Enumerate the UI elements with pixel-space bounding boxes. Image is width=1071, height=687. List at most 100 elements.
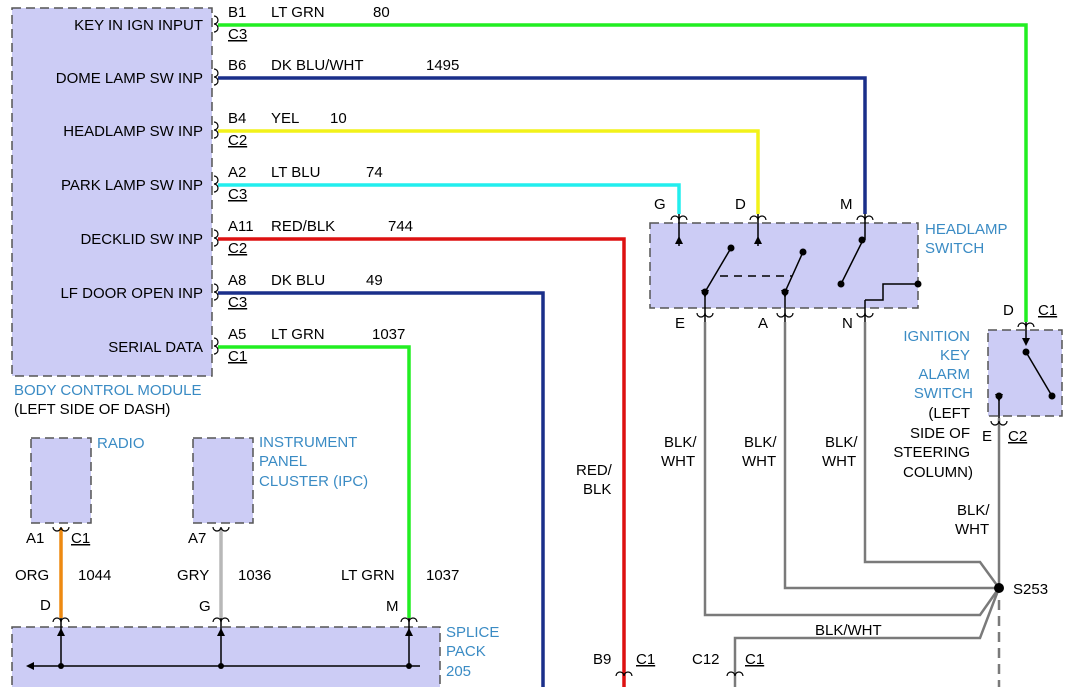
ground-e-label-2: WHT (661, 453, 695, 470)
splice-pack-pin-d: D (40, 597, 51, 614)
headlamp-pin-m: M (840, 196, 853, 213)
headlamp-pin-d: D (735, 196, 746, 213)
bcm-pin-1: DOME LAMP SW INP B6 DK BLU/WHT 1495 (56, 57, 460, 87)
bcm-pin-id: B6 (228, 57, 246, 74)
ipc-title-3: CLUSTER (IPC) (259, 473, 368, 490)
bcm-wire-color: DK BLU/WHT (271, 57, 364, 74)
bcm-connector-cap (213, 283, 219, 301)
ipc-title-1: INSTRUMENT (259, 434, 357, 451)
bcm-pin-id: A5 (228, 326, 246, 343)
headlamp-pin-n: N (842, 315, 853, 332)
ground-bottom-label: BLK/WHT (815, 622, 882, 639)
ground-ign-label-2: WHT (955, 521, 989, 538)
ignition-location-3: STEERING (893, 444, 970, 461)
headlamp-pin-a: A (758, 315, 768, 332)
ipc-pin: A7 (188, 530, 206, 547)
bcm-circuit: 744 (388, 218, 413, 235)
bcm-pin-name: KEY IN IGN INPUT (74, 17, 203, 34)
bcm-pin-name: LF DOOR OPEN INP (60, 285, 203, 302)
radio-connector: C1 (71, 530, 90, 547)
ignition-location-1: (LEFT (928, 405, 970, 422)
bcm-subtitle: (LEFT SIDE OF DASH) (14, 401, 170, 418)
bcm-connector: C3 (228, 294, 247, 311)
bcm-connector: C2 (228, 240, 247, 257)
splice-pack: D G M SPLICE PACK 205 (11, 597, 499, 687)
ground-ign-label-1: BLK/ (957, 502, 990, 519)
radio-pin: A1 (26, 530, 44, 547)
headlamp-switch-arrows (675, 236, 789, 298)
bcm-wire-color: LT GRN (271, 326, 325, 343)
ipc-circuit: 1036 (238, 567, 271, 584)
bcm-wire-color: LT GRN (271, 4, 325, 21)
wire-serial-data (218, 345, 411, 618)
bcm-pin-name: DECKLID SW INP (80, 231, 203, 248)
ipc-box (192, 437, 254, 524)
splice-pack-title-1: SPLICE (446, 624, 499, 641)
headlamp-switch-connector-caps (670, 215, 874, 318)
ignition-key-alarm-switch: D C1 E C2 IGNITION KEY ALARM SWITCH (LEF… (893, 302, 1063, 481)
bottom-connector-b9: C1 (636, 651, 655, 668)
headlamp-switch-title-2: SWITCH (925, 240, 984, 257)
ground-e-label-1: BLK/ (664, 434, 697, 451)
splice-pack-title-3: 205 (446, 663, 471, 680)
bcm-connector: C3 (228, 26, 247, 43)
splice-pack-box (11, 626, 441, 687)
radio-wire-color: ORG (15, 567, 49, 584)
wire-headlamp (218, 129, 760, 214)
bcm-wire-color: LT BLU (271, 164, 320, 181)
red-blk-label-2: BLK (583, 481, 611, 498)
wire-decklid (218, 237, 626, 687)
ignition-pin-d: D (1003, 302, 1014, 319)
ground-n-label-2: WHT (822, 453, 856, 470)
wire-park-lamp (218, 183, 681, 214)
bcm-pin-id: A11 (228, 218, 254, 235)
wire-ground-bottom (733, 587, 1001, 687)
bcm-connector-cap (213, 121, 219, 139)
bcm-circuit: 80 (373, 4, 390, 21)
bcm-pin-id: A2 (228, 164, 246, 181)
bcm-connector: C3 (228, 186, 247, 203)
bcm-pin-id: B4 (228, 110, 246, 127)
bcm-pin-name: DOME LAMP SW INP (56, 70, 203, 87)
wires (59, 23, 1028, 687)
wire-key-in-ign (218, 23, 1028, 322)
bcm-title: BODY CONTROL MODULE (14, 382, 202, 399)
wire-dome-lamp (218, 76, 867, 214)
bcm-circuit: 49 (366, 272, 383, 289)
bcm-pin-id: A8 (228, 272, 246, 289)
splice-pack-title-2: PACK (446, 643, 486, 660)
wire-ground-a (783, 322, 999, 590)
bcm-connector-cap (213, 15, 219, 33)
bcm-circuit: 10 (330, 110, 347, 127)
headlamp-pin-e: E (675, 315, 685, 332)
bottom-connector-c12: C1 (745, 651, 764, 668)
serial-drop-circuit: 1037 (426, 567, 459, 584)
headlamp-switch-contacts (678, 214, 918, 322)
ignition-switch-box (987, 329, 1063, 417)
splice-s253-dot (994, 583, 1004, 593)
bcm-wire-color: DK BLU (271, 272, 325, 289)
ignition-title-2: KEY (940, 347, 970, 364)
red-blk-label-1: RED/ (576, 462, 613, 479)
instrument-panel-cluster: INSTRUMENT PANEL CLUSTER (IPC) A7 GRY 10… (177, 434, 368, 584)
wire-ground-n (863, 322, 1001, 589)
ground-a-label-1: BLK/ (744, 434, 777, 451)
bcm-circuit: 1495 (426, 57, 459, 74)
ground-n-label-1: BLK/ (825, 434, 858, 451)
bcm-pin-id: B1 (228, 4, 246, 21)
wire-lf-door (218, 291, 545, 687)
splice-s253: S253 (994, 581, 1048, 598)
bcm-connector-cap (213, 229, 219, 247)
bcm-circuit: 1037 (372, 326, 405, 343)
ignition-pin-e: E (982, 428, 992, 445)
serial-drop-wire-color: LT GRN (341, 567, 395, 584)
bcm-connector-cap (213, 337, 219, 355)
bottom-pin-b9: B9 (593, 651, 611, 668)
